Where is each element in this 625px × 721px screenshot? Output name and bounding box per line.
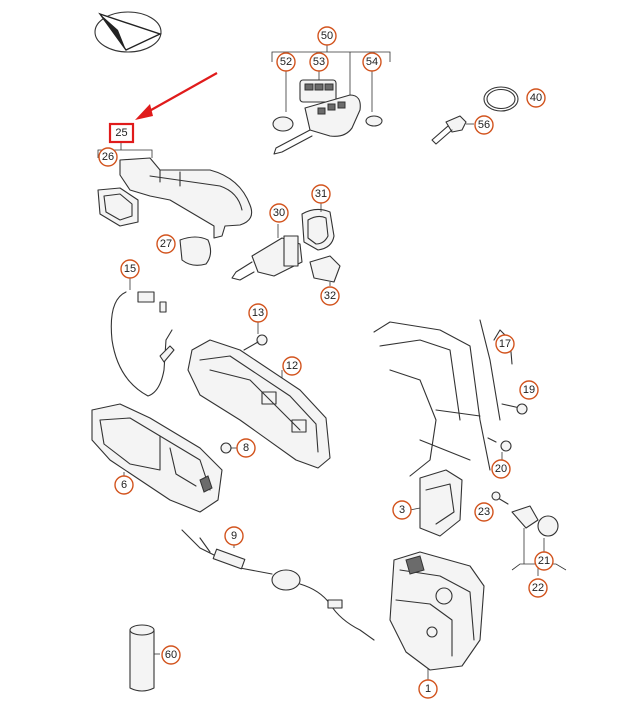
callout-21: 21: [534, 551, 554, 571]
callout-label: 15: [124, 263, 136, 275]
callout-12: 12: [282, 356, 302, 376]
callout-13: 13: [248, 303, 268, 323]
bolt: [491, 491, 509, 505]
callout-label: 56: [478, 119, 490, 131]
callout-40: 40: [526, 88, 546, 108]
callout-1: 1: [418, 679, 438, 699]
callout-15: 15: [120, 259, 140, 279]
callout-label: 9: [231, 530, 237, 542]
flip-key: [273, 94, 361, 155]
key-set: [271, 44, 391, 155]
callout-label: 27: [160, 238, 172, 250]
callout-label: 6: [121, 479, 127, 491]
striker-plate: [511, 505, 567, 576]
callout-25-highlighted: 25: [108, 122, 135, 144]
callout-label: 12: [286, 360, 298, 372]
callout-label: 54: [366, 56, 378, 68]
callout-label: 30: [273, 207, 285, 219]
callout-26: 26: [98, 147, 118, 167]
callout-20: 20: [491, 459, 511, 479]
callout-label: 20: [495, 463, 507, 475]
callout-31: 31: [311, 184, 331, 204]
key-blank: [431, 115, 474, 145]
striker-screw: [487, 437, 512, 460]
callout-label: 1: [425, 683, 431, 695]
callout-label: 53: [313, 56, 325, 68]
interior-door-handle: [91, 403, 223, 513]
callout-label: 8: [243, 442, 249, 454]
callout-label: 21: [538, 555, 550, 567]
lock-rod-cable: [110, 276, 175, 397]
lock-cylinder: [231, 224, 303, 281]
compass-logo-icon: [94, 11, 162, 53]
handle-end-cap: [179, 236, 212, 266]
callout-50: 50: [317, 26, 337, 46]
key-button-pad: [299, 79, 337, 103]
callouts: 50 52 53 54 40 56 25 26 27 30 31 32 15 1…: [98, 26, 554, 699]
callout-label: 25: [115, 127, 127, 139]
callout-19: 19: [519, 380, 539, 400]
callout-22: 22: [528, 578, 548, 598]
grease-tube: [129, 624, 160, 692]
callout-label: 23: [478, 506, 490, 518]
cylinder-cover: [301, 202, 341, 286]
callout-label: 40: [530, 92, 542, 104]
callout-27: 27: [156, 234, 176, 254]
screw: [243, 322, 268, 351]
callout-label: 3: [399, 504, 405, 516]
callout-3: 3: [392, 500, 412, 520]
key-logo-badge: [365, 115, 383, 127]
callout-label: 26: [102, 151, 114, 163]
callout-23: 23: [474, 502, 494, 522]
highlight-arrow-icon: [135, 72, 218, 120]
release-cable: [181, 529, 375, 641]
door-frame: [373, 319, 513, 477]
callout-32: 32: [320, 286, 340, 306]
door-lock-mechanism: [389, 551, 485, 682]
callout-label: 19: [523, 384, 535, 396]
callout-56: 56: [474, 115, 494, 135]
callout-label: 52: [280, 56, 292, 68]
callout-6: 6: [114, 475, 134, 495]
clip: [220, 442, 238, 454]
callout-label: 13: [252, 307, 264, 319]
callout-52: 52: [276, 52, 296, 72]
striker-bolt: [501, 403, 528, 415]
callout-label: 32: [324, 290, 336, 302]
callout-label: 17: [499, 338, 511, 350]
callout-label: 31: [315, 188, 327, 200]
callout-30: 30: [269, 203, 289, 223]
callout-label: 22: [532, 582, 544, 594]
handle-carrier: [187, 339, 331, 469]
handle-gasket: [97, 187, 139, 227]
callout-60: 60: [161, 645, 181, 665]
key-battery: [272, 116, 294, 132]
callout-8: 8: [236, 438, 256, 458]
callout-9: 9: [224, 526, 244, 546]
callout-54: 54: [362, 52, 382, 72]
lock-cover: [409, 469, 463, 537]
exterior-door-handle: [97, 142, 253, 266]
callout-label: 60: [165, 649, 177, 661]
o-ring: [483, 86, 519, 112]
cylinder-cap: [309, 255, 341, 283]
callout-53: 53: [309, 52, 329, 72]
callout-label: 50: [321, 30, 333, 42]
callout-17: 17: [495, 334, 515, 354]
